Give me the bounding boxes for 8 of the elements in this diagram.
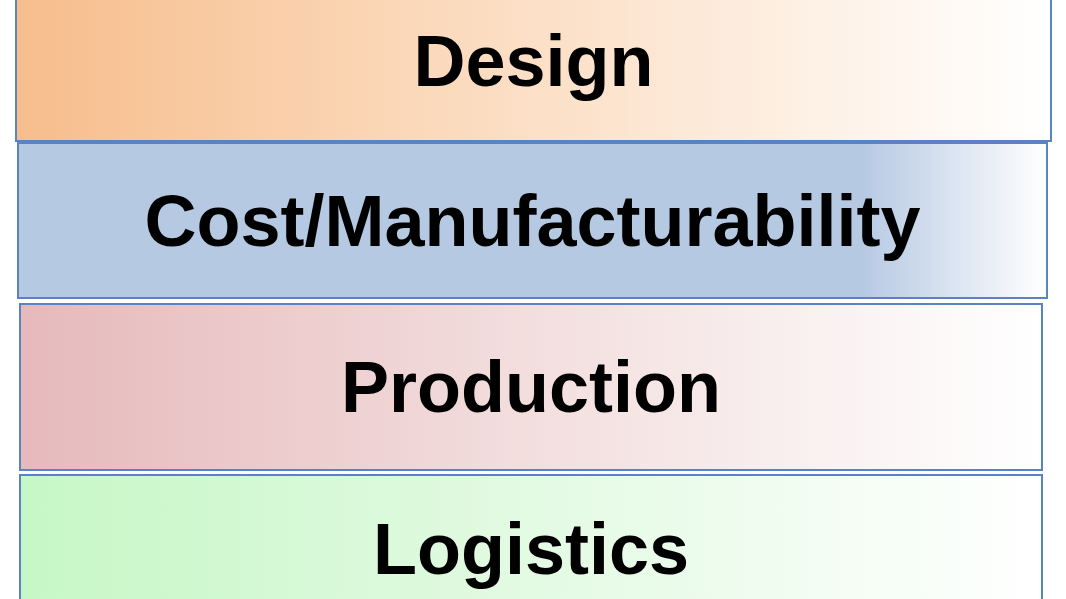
stage-band (15, 0, 1052, 142)
stage-band (19, 303, 1043, 471)
band-label: Logistics (372, 508, 690, 590)
stage-band (17, 142, 1048, 299)
stage-band (19, 474, 1043, 599)
band-label: Production (341, 346, 721, 428)
band-label: Design (413, 20, 654, 102)
band-label: Cost/Manufacturability (144, 179, 921, 262)
